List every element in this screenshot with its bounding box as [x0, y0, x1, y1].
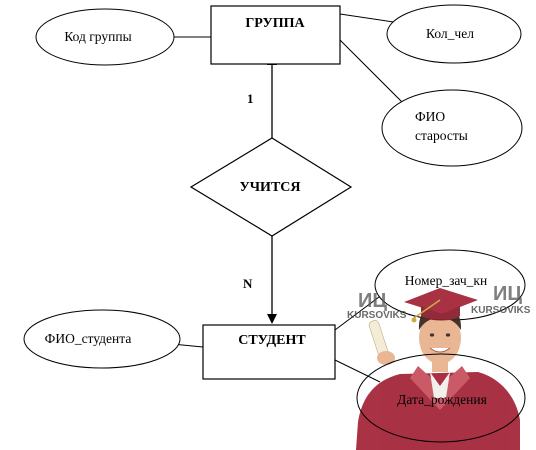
attr-record-book-label: Номер_зач_кн [405, 273, 487, 288]
watermark-right-big: ИЦ [493, 283, 522, 305]
attr-group-code-label: Код группы [64, 29, 131, 44]
relationship-studies-label: УЧИТСЯ [240, 180, 301, 195]
attr-birth-date: Дата_рождения [356, 353, 526, 443]
attr-group-count-label: Кол_чел [426, 26, 474, 41]
watermark-left-big: ИЦ [358, 290, 387, 312]
connector-birth-date [334, 359, 381, 383]
connector-record-book [334, 293, 384, 331]
entity-student: СТУДЕНТ [202, 324, 336, 380]
attr-group-count: Кол_чел [386, 4, 522, 64]
attr-student-name-label: ФИО_студента [45, 331, 132, 346]
attr-group-code: Код группы [35, 8, 175, 66]
watermark-left-small: KURSOVIKS [347, 310, 407, 321]
entity-student-label: СТУДЕНТ [238, 333, 306, 348]
graduate-watermark [356, 288, 520, 450]
cardinality-one: 1 [247, 91, 254, 106]
entity-group: ГРУППА [210, 5, 341, 65]
entity-group-label: ГРУППА [245, 16, 305, 31]
attr-student-name: ФИО_студента [23, 309, 181, 369]
attr-headman-label-line2: старосты [415, 128, 468, 143]
relationship-studies: УЧИТСЯ [189, 137, 353, 237]
attr-headman-label-line1: ФИО [415, 109, 445, 124]
cardinality-many: N [243, 276, 253, 291]
watermark-right-small: KURSOVIKS [471, 305, 531, 316]
connector-headman [339, 39, 411, 111]
attr-headman: ФИО старосты [381, 89, 523, 167]
attr-birth-date-label: Дата_рождения [397, 392, 487, 407]
